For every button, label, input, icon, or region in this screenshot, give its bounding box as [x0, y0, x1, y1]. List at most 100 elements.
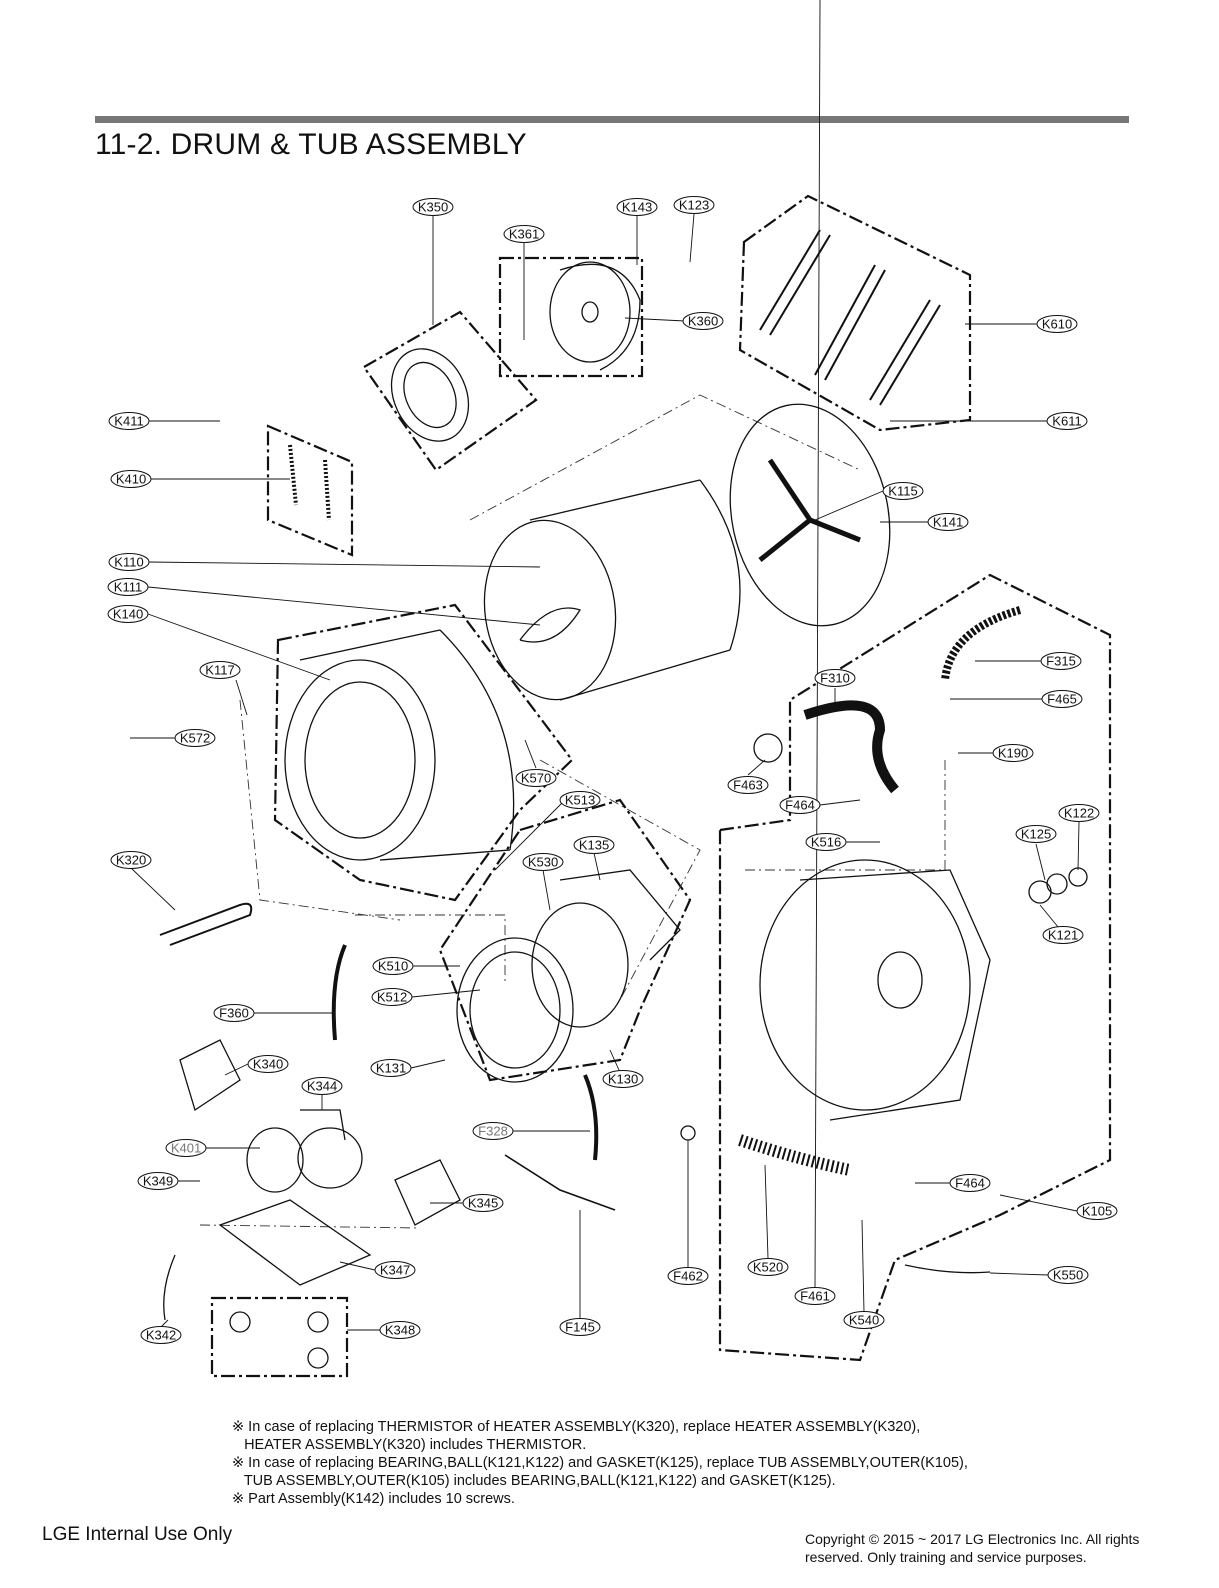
callout-bubble [110, 470, 152, 488]
callout-label: K344 [307, 1079, 337, 1094]
callout-k570: K570 [515, 769, 557, 787]
callout-bubble [1036, 315, 1078, 333]
callout-k130: K130 [602, 1070, 644, 1088]
callout-k401: K401 [165, 1139, 207, 1157]
callout-k143: K143 [616, 198, 658, 216]
callout-k117: K117 [199, 661, 241, 679]
callout-bubble [107, 578, 149, 596]
footer-copyright: Copyright © 2015 ~ 2017 LG Electronics I… [805, 1531, 1140, 1565]
callout-label: K340 [253, 1057, 283, 1072]
callout-label: F464 [785, 798, 815, 813]
leader-lines [130, 0, 1080, 1331]
callout-label: K360 [688, 314, 718, 329]
callout-k512: K512 [371, 988, 413, 1006]
group-outline-k610 [738, 194, 972, 432]
callout-bubble [371, 988, 413, 1006]
callout-f360: F360 [213, 1004, 255, 1022]
callout-f464b: F464 [949, 1174, 991, 1192]
callout-bubble [174, 729, 216, 747]
page-title: 11-2. DRUM & TUB ASSEMBLY [95, 128, 527, 161]
note-line: ※ In case of replacing BEARING,BALL(K121… [232, 1455, 968, 1471]
callout-k530: K530 [522, 853, 564, 871]
callout-k111: K111 [107, 578, 149, 596]
note-line: HEATER ASSEMBLY(K320) includes THERMISTO… [232, 1437, 587, 1453]
callout-label: K530 [528, 855, 558, 870]
callout-k320: K320 [110, 851, 152, 869]
callout-bubble [1015, 825, 1057, 843]
group-outline-k410 [266, 424, 354, 557]
callout-bubble [503, 225, 545, 243]
callout-bubble [140, 1326, 182, 1344]
callout-bubble [515, 769, 557, 787]
callout-label: K345 [468, 1196, 498, 1211]
callout-k349: K349 [137, 1172, 179, 1190]
callout-k360: K360 [682, 312, 724, 330]
callout-bubble [213, 1004, 255, 1022]
callout-k347: K347 [374, 1261, 416, 1279]
callout-bubble [1076, 1202, 1118, 1220]
callout-label: K401 [171, 1141, 201, 1156]
callout-label: K350 [418, 200, 448, 215]
callout-f463: F463 [727, 776, 769, 794]
callout-k340: K340 [247, 1055, 289, 1073]
callout-label: K411 [114, 414, 143, 429]
callout-label: F464 [955, 1176, 985, 1191]
callout-f315: F315 [1040, 652, 1082, 670]
group-outline-k140 [273, 603, 574, 902]
callout-bubble [108, 553, 150, 571]
callout-f464: F464 [779, 796, 821, 814]
group-outline-k350 [362, 310, 538, 472]
callout-k123: K123 [673, 196, 715, 214]
callout-bubble [747, 1258, 789, 1276]
callout-label: K611 [1052, 414, 1081, 429]
callout-label: K115 [888, 484, 917, 499]
note-line: ※ Part Assembly(K142) includes 10 screws… [232, 1491, 515, 1507]
callout-label: K143 [622, 200, 652, 215]
callout-k345: K345 [462, 1194, 504, 1212]
callout-f310: F310 [814, 669, 856, 687]
callout-bubble [673, 196, 715, 214]
callout-bubble [682, 312, 724, 330]
callout-label: K550 [1053, 1268, 1083, 1283]
callout-k540: K540 [843, 1311, 885, 1329]
callout-label: K130 [608, 1072, 638, 1087]
note-line: TUB ASSEMBLY,OUTER(K105) includes BEARIN… [232, 1473, 836, 1489]
callout-bubble [107, 605, 149, 623]
callout-label: K342 [146, 1328, 176, 1343]
callout-f462: F462 [667, 1267, 709, 1285]
callout-label: K610 [1042, 317, 1072, 332]
callout-k410: K410 [110, 470, 152, 488]
callout-bubble [727, 776, 769, 794]
callout-label: K141 [933, 515, 963, 530]
callout-label: K513 [565, 793, 595, 808]
callout-bubble [1041, 690, 1083, 708]
callout-k361: K361 [503, 225, 545, 243]
callout-label: F310 [820, 671, 850, 686]
callout-k348: K348 [379, 1321, 421, 1339]
callout-label: K520 [753, 1260, 783, 1275]
callout-k510: K510 [372, 957, 414, 975]
callout-k520: K520 [747, 1258, 789, 1276]
callout-k110: K110 [108, 553, 150, 571]
callout-bubble [247, 1055, 289, 1073]
callout-label: K111 [114, 580, 142, 595]
callout-bubble [1047, 1266, 1089, 1284]
callout-k550: K550 [1047, 1266, 1089, 1284]
callout-bubble [1040, 652, 1082, 670]
callout-label: K105 [1082, 1204, 1112, 1219]
callout-label: K349 [143, 1174, 173, 1189]
callout-bubble [949, 1174, 991, 1192]
callout-bubble [165, 1139, 207, 1157]
callout-k121: K121 [1042, 926, 1084, 944]
callout-k513: K513 [559, 791, 601, 809]
group-outline-k360 [498, 256, 644, 378]
callout-k572: K572 [174, 729, 216, 747]
callout-bubble [301, 1077, 343, 1095]
callout-bubble [1042, 926, 1084, 944]
callout-bubble [379, 1321, 421, 1339]
callout-bubble [370, 1059, 412, 1077]
callout-label: K131 [376, 1061, 406, 1076]
callout-k190: K190 [992, 744, 1034, 762]
